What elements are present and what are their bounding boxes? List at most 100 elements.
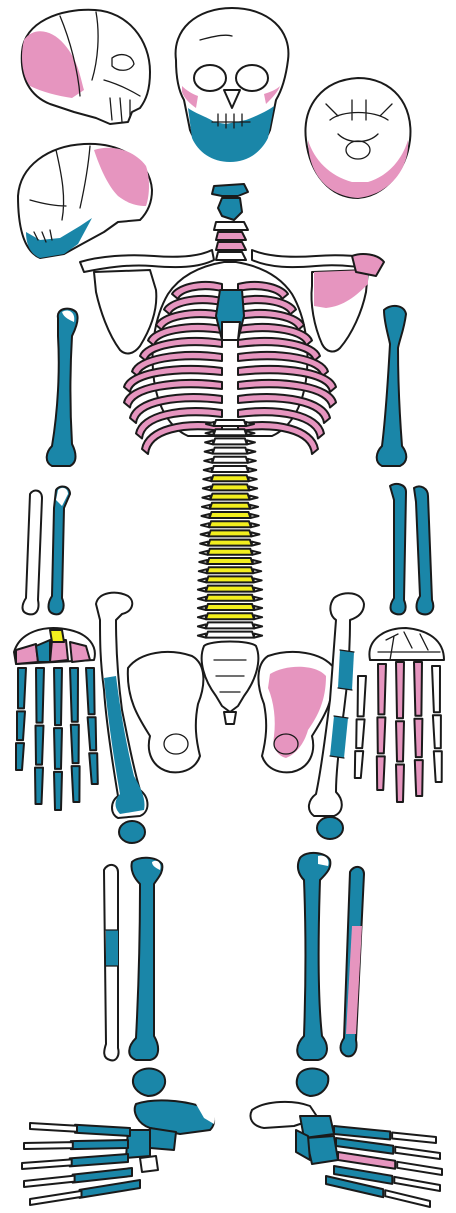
vertebra <box>199 567 261 573</box>
metatarsal <box>73 1168 132 1183</box>
metatarsal <box>336 1138 393 1154</box>
vertebra <box>203 475 256 481</box>
transverse-process <box>250 505 258 509</box>
phalanx <box>377 756 385 790</box>
lower-leg-left <box>104 858 162 1061</box>
patella-right <box>317 817 343 839</box>
phalanx <box>22 1159 72 1169</box>
vertebral-body <box>214 420 246 426</box>
phalanx <box>397 1162 442 1175</box>
phalanx <box>16 743 24 770</box>
vertebral-body <box>207 558 253 564</box>
vertebral-column <box>198 420 262 638</box>
transverse-process <box>202 496 210 500</box>
vertebra <box>205 438 255 444</box>
forearm-right <box>390 484 433 614</box>
phalanx <box>396 662 404 718</box>
vertebral-body <box>212 466 249 472</box>
phalanx <box>414 719 422 757</box>
vertebra <box>203 484 257 490</box>
transverse-process <box>198 588 206 592</box>
phalanx <box>88 717 97 750</box>
vertebral-body <box>214 429 247 435</box>
phalanx <box>356 719 364 748</box>
foot-left <box>22 1100 215 1205</box>
humerus-right <box>377 306 407 466</box>
fingers-left <box>16 668 98 810</box>
vertebra <box>201 530 260 536</box>
scapula-right <box>311 254 384 351</box>
phalanx <box>24 1176 75 1187</box>
transverse-process <box>198 606 206 610</box>
vertebral-body <box>211 475 248 481</box>
finger-right <box>414 662 423 796</box>
vertebra <box>198 604 262 610</box>
transverse-process <box>200 551 208 555</box>
vertebra <box>200 549 261 555</box>
vertebral-body <box>210 494 249 500</box>
phalanx <box>395 1147 440 1159</box>
transverse-process <box>202 505 210 509</box>
phalanx <box>434 751 442 782</box>
transverse-process <box>248 459 256 463</box>
phalanx <box>415 760 423 796</box>
hand-left <box>14 628 98 810</box>
vertebral-body <box>208 549 253 555</box>
finger-right <box>396 662 404 802</box>
vertebral-body <box>208 540 252 546</box>
vertebral-body <box>206 622 254 628</box>
vertebra <box>198 595 262 601</box>
lower-leg-right <box>297 853 364 1060</box>
phalanx <box>433 715 441 748</box>
phalanx <box>54 772 62 810</box>
vertebral-body <box>211 484 249 490</box>
metatarsal <box>338 1152 395 1169</box>
toe-left <box>24 1140 128 1149</box>
transverse-process <box>198 597 206 601</box>
transverse-process <box>247 440 255 444</box>
finger-right <box>377 664 386 790</box>
finger-right <box>432 666 442 782</box>
vertebral-body <box>206 576 253 582</box>
vertebra <box>205 448 256 454</box>
vertebral-body <box>206 586 254 592</box>
vertebral-body <box>206 632 254 638</box>
vertebral-body <box>210 512 251 518</box>
metatarsal <box>80 1180 141 1198</box>
vertebra <box>198 622 262 628</box>
transverse-process <box>200 542 208 546</box>
rib-right <box>238 422 318 454</box>
phalanx <box>394 1177 440 1191</box>
transverse-process <box>203 486 211 490</box>
skull-frontal <box>176 8 289 162</box>
phalanx <box>54 668 62 725</box>
transverse-process <box>253 560 261 564</box>
phalanx <box>71 725 79 763</box>
vertebral-body <box>206 613 254 619</box>
transverse-process <box>251 514 259 518</box>
phalanx <box>54 728 62 769</box>
transverse-process <box>251 523 259 527</box>
vertebral-body <box>206 595 254 601</box>
toe-left <box>22 1154 128 1169</box>
skull-basal <box>305 78 410 198</box>
phalanx <box>30 1123 77 1132</box>
clavicle-left <box>80 250 214 272</box>
phalanx <box>17 711 25 740</box>
transverse-process <box>252 551 260 555</box>
finger-left <box>70 668 80 802</box>
sacrum <box>202 642 259 725</box>
metatarsal <box>70 1154 128 1166</box>
transverse-process <box>199 569 207 573</box>
toe-left <box>30 1123 130 1136</box>
vertebral-body <box>213 448 248 454</box>
vertebra <box>198 613 262 619</box>
finger-left <box>54 668 62 810</box>
phalanx <box>86 668 95 714</box>
hip-bone-left <box>128 652 204 772</box>
vertebral-body <box>207 567 253 573</box>
phalanx <box>377 717 385 753</box>
phalanx <box>36 726 44 765</box>
